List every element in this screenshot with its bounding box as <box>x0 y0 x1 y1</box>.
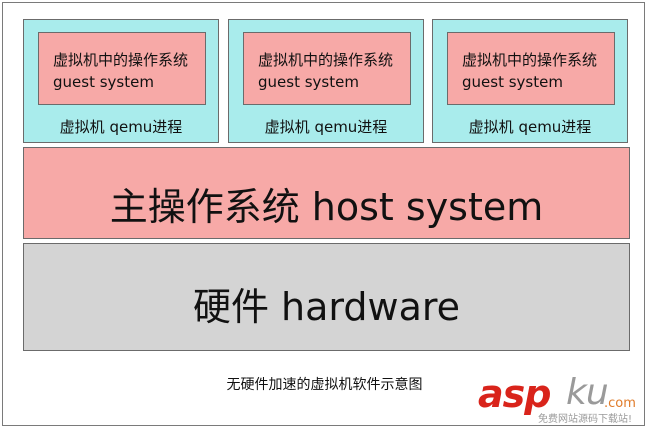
vm-box-1: 虚拟机中的操作系统 guest system 虚拟机 qemu进程 <box>23 19 219 143</box>
watermark-asp-text: asp <box>478 372 551 416</box>
guest-os-label-cn: 虚拟机中的操作系统 <box>53 51 189 69</box>
host-os-label: 主操作系统 host system <box>109 185 544 229</box>
guest-os-label-cn: 虚拟机中的操作系统 <box>258 51 394 69</box>
hardware-layer: 硬件 hardware <box>23 243 630 351</box>
host-os-layer: 主操作系统 host system <box>23 147 630 239</box>
guest-os-label-cn: 虚拟机中的操作系统 <box>462 51 598 69</box>
guest-os-box-3: 虚拟机中的操作系统 guest system <box>447 32 615 105</box>
diagram-caption: 无硬件加速的虚拟机软件示意图 <box>226 377 423 393</box>
guest-os-label-en: guest system <box>462 73 563 91</box>
guest-os-box-1: 虚拟机中的操作系统 guest system <box>38 32 206 105</box>
hardware-label: 硬件 hardware <box>192 285 461 329</box>
guest-os-label-en: guest system <box>53 73 154 91</box>
vm-process-label: 虚拟机 qemu进程 <box>59 118 183 136</box>
vm-process-label: 虚拟机 qemu进程 <box>468 118 592 136</box>
watermark-ku-text: ku <box>566 372 609 413</box>
outer-frame <box>2 2 645 426</box>
watermark-com-text: .com <box>604 396 636 411</box>
vm-process-label: 虚拟机 qemu进程 <box>264 118 388 136</box>
guest-os-box-2: 虚拟机中的操作系统 guest system <box>243 32 411 105</box>
vm-box-3: 虚拟机中的操作系统 guest system 虚拟机 qemu进程 <box>432 19 628 143</box>
watermark-subtitle: 免费网站源码下载站! <box>538 414 633 425</box>
site-watermark-logo: asp ku .com 免费网站源码下载站! <box>478 372 643 425</box>
vm-box-2: 虚拟机中的操作系统 guest system 虚拟机 qemu进程 <box>228 19 424 143</box>
guest-os-label-en: guest system <box>258 73 359 91</box>
